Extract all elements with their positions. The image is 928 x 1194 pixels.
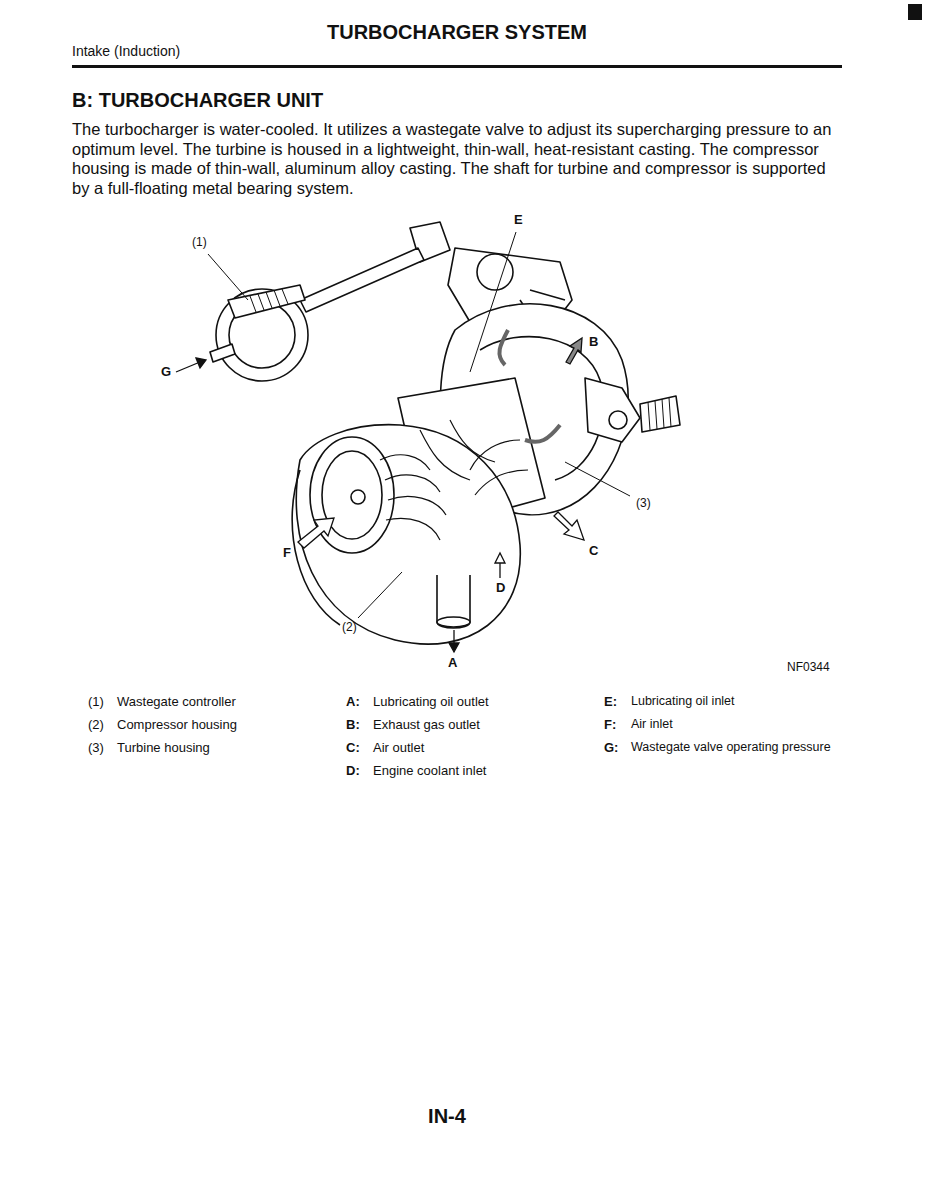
air-inlet-arrow bbox=[298, 518, 334, 548]
flow-arrows bbox=[176, 330, 584, 652]
flange-hole bbox=[477, 254, 513, 290]
key-text: Turbine housing bbox=[117, 740, 210, 756]
key-number: (3) bbox=[88, 740, 104, 756]
key-letter: D: bbox=[346, 763, 360, 779]
key-letter: F: bbox=[604, 717, 616, 733]
callout-letter: E bbox=[514, 212, 523, 228]
body-text: The turbocharger is water-cooled. It uti… bbox=[72, 120, 847, 198]
key-letter: A: bbox=[346, 694, 360, 710]
key-number: (1) bbox=[88, 694, 104, 710]
callout-number: (3) bbox=[636, 496, 651, 510]
bracket bbox=[585, 378, 640, 442]
callout-letter: C bbox=[589, 543, 598, 559]
pressure-nipple bbox=[210, 344, 235, 362]
key-text: Lubricating oil inlet bbox=[631, 694, 735, 709]
section-heading: B: TURBOCHARGER UNIT bbox=[72, 88, 323, 112]
exhaust-arrow bbox=[566, 338, 582, 364]
key-letter: C: bbox=[346, 740, 360, 756]
callout-number: (1) bbox=[192, 235, 207, 249]
key-text: Wastegate controller bbox=[117, 694, 236, 710]
callout-letter: D bbox=[496, 580, 505, 596]
key-letter: G: bbox=[604, 740, 618, 756]
key-text: Wastegate valve operating pressure bbox=[631, 740, 831, 755]
key-letter: B: bbox=[346, 717, 360, 733]
page-title: TURBOCHARGER SYSTEM bbox=[207, 20, 707, 44]
key-text: Lubricating oil outlet bbox=[373, 694, 489, 710]
key-number: (2) bbox=[88, 717, 104, 733]
callout-letter: F bbox=[283, 545, 291, 561]
callout-letter: A bbox=[448, 655, 457, 671]
key-text: Compressor housing bbox=[117, 717, 237, 733]
header-rule bbox=[72, 65, 842, 68]
callout-letter: B bbox=[589, 334, 598, 350]
section-name: Intake (Induction) bbox=[72, 43, 180, 60]
oil-outlet-pipe bbox=[437, 575, 470, 628]
leader-lines bbox=[208, 232, 630, 618]
actuator-rod bbox=[300, 248, 424, 312]
key-text: Air inlet bbox=[631, 717, 673, 732]
key-text: Air outlet bbox=[373, 740, 424, 756]
turbo-drawing bbox=[210, 222, 680, 644]
key-text: Exhaust gas outlet bbox=[373, 717, 480, 733]
corner-mark bbox=[908, 4, 922, 20]
stud bbox=[640, 396, 680, 432]
callout-letter: G bbox=[161, 364, 171, 380]
compressor-housing bbox=[296, 425, 520, 644]
air-outlet-arrow bbox=[554, 512, 584, 540]
page-number: IN-4 bbox=[347, 1104, 547, 1128]
compressor-inlet bbox=[310, 437, 394, 553]
callout-number: (2) bbox=[342, 620, 357, 634]
key-letter: E: bbox=[604, 694, 617, 710]
key-text: Engine coolant inlet bbox=[373, 763, 486, 779]
figure-code: NF0344 bbox=[787, 660, 830, 674]
